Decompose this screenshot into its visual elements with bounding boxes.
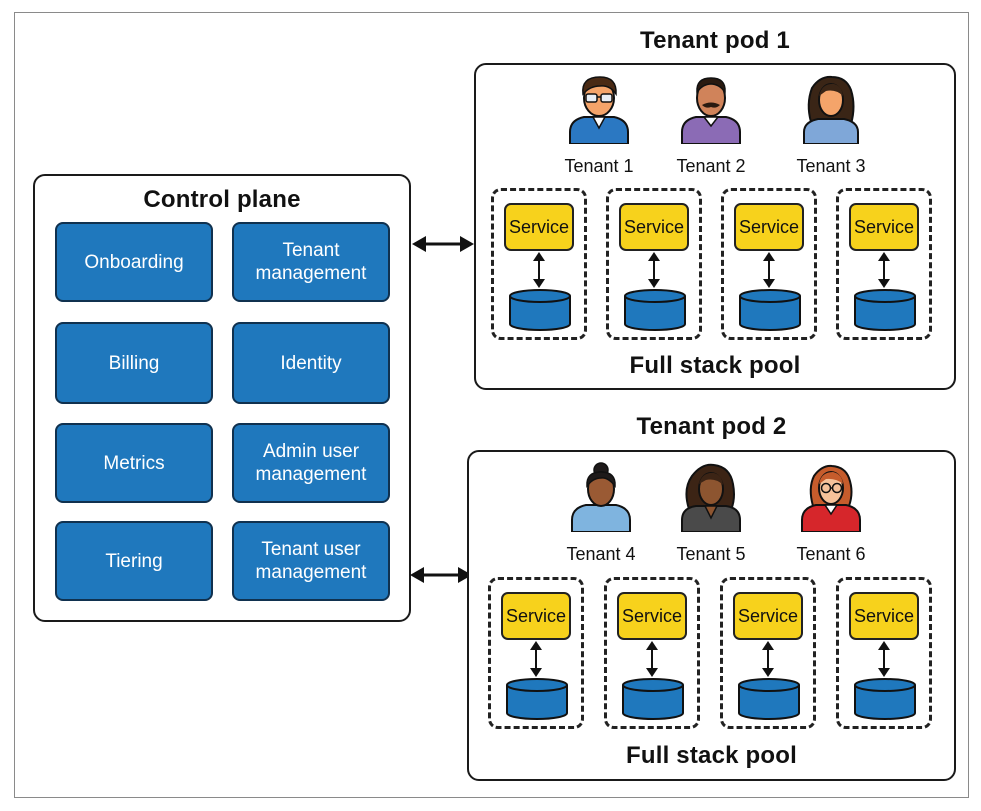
tenant-label: Tenant 1 [564, 156, 634, 176]
tenant-5: Tenant 5 [663, 462, 759, 565]
database-icon [854, 289, 916, 331]
pod1-connection-arrow [412, 236, 474, 252]
service-box[interactable]: Service [619, 203, 689, 251]
tenant-label: Tenant 6 [796, 544, 866, 564]
service-box[interactable]: Service [734, 203, 804, 251]
database-icon [506, 678, 568, 720]
bidirectional-arrow-icon [878, 641, 890, 677]
service-stack: Service [488, 577, 584, 729]
tenant-4: Tenant 4 [553, 462, 649, 565]
service-stack: Service [604, 577, 700, 729]
bidirectional-arrow-icon [533, 252, 545, 288]
woman-red-hair-icon [801, 464, 861, 532]
tenant-2: Tenant 2 [663, 74, 759, 177]
bidirectional-arrow-icon [878, 252, 890, 288]
database-icon [509, 289, 571, 331]
tiering-button[interactable]: Tiering [55, 521, 213, 601]
admin-user-management-button[interactable]: Admin user management [232, 423, 390, 503]
service-box[interactable]: Service [849, 592, 919, 640]
service-stack: Service [836, 577, 932, 729]
tenant-label: Tenant 2 [676, 156, 746, 176]
tenant-management-button[interactable]: Tenant management [232, 222, 390, 302]
service-box[interactable]: Service [504, 203, 574, 251]
man-mustache-icon [681, 77, 741, 144]
service-box[interactable]: Service [849, 203, 919, 251]
tenant-1: Tenant 1 [551, 74, 647, 177]
bidirectional-arrow-icon [762, 641, 774, 677]
bidirectional-arrow-icon [646, 641, 658, 677]
identity-button[interactable]: Identity [232, 322, 390, 404]
tenant-label: Tenant 3 [796, 156, 866, 176]
woman-curly-hair-icon [681, 463, 741, 532]
billing-button[interactable]: Billing [55, 322, 213, 404]
tenant-6: Tenant 6 [783, 462, 879, 565]
tenant-label: Tenant 5 [676, 544, 746, 564]
tenant-3: Tenant 3 [783, 74, 879, 177]
pod2-title: Tenant pod 2 [636, 413, 787, 440]
metrics-button[interactable]: Metrics [55, 423, 213, 503]
database-icon [738, 678, 800, 720]
onboarding-button[interactable]: Onboarding [55, 222, 213, 302]
tenant-label: Tenant 4 [566, 544, 636, 564]
tenant-user-management-button[interactable]: Tenant user management [232, 521, 390, 601]
service-stack: Service [491, 188, 587, 340]
service-stack: Service [606, 188, 702, 340]
woman-long-hair-icon [803, 75, 859, 144]
pod1-pool-label: Full stack pool [629, 352, 801, 379]
service-box[interactable]: Service [617, 592, 687, 640]
database-icon [622, 678, 684, 720]
pod2-connection-arrow [410, 567, 472, 583]
bidirectional-arrow-icon [530, 641, 542, 677]
service-stack: Service [720, 577, 816, 729]
woman-bun-icon [571, 462, 631, 532]
control-plane-title: Control plane [143, 186, 301, 213]
diagram-frame [14, 12, 969, 798]
pod2-pool-label: Full stack pool [625, 742, 798, 769]
bidirectional-arrow-icon [763, 252, 775, 288]
bidirectional-arrow-icon [648, 252, 660, 288]
service-stack: Service [721, 188, 817, 340]
database-icon [854, 678, 916, 720]
man-glasses-icon [569, 76, 629, 144]
service-box[interactable]: Service [733, 592, 803, 640]
database-icon [739, 289, 801, 331]
database-icon [624, 289, 686, 331]
service-stack: Service [836, 188, 932, 340]
pod1-title: Tenant pod 1 [640, 27, 790, 54]
service-box[interactable]: Service [501, 592, 571, 640]
